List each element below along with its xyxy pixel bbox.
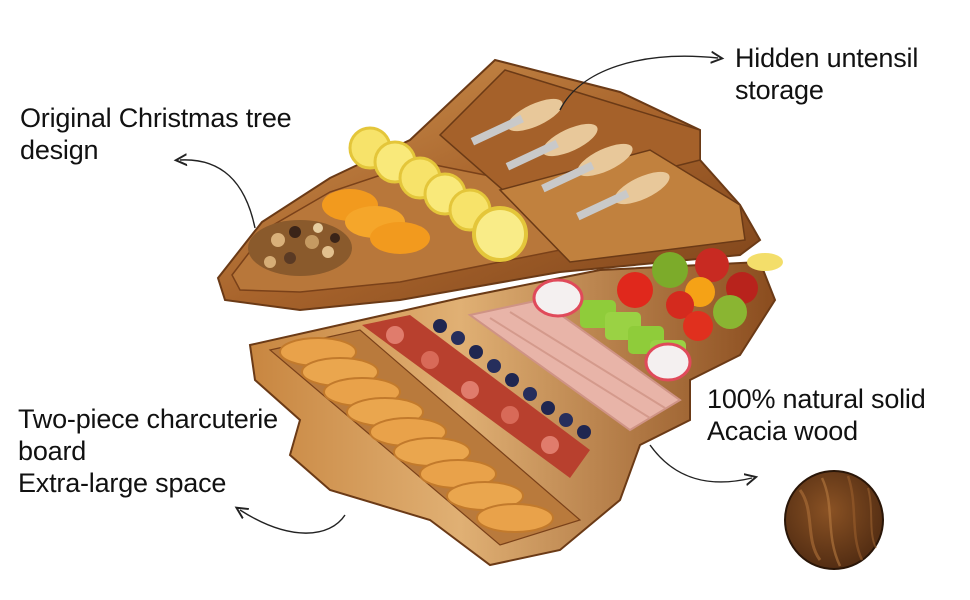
citrus-slices (322, 126, 528, 262)
charcuterie-board-label-line2: board (18, 436, 87, 466)
bottom-tree-board (248, 248, 783, 567)
charcuterie-board-label: Two-piece charcuterie board Extra-large … (18, 403, 278, 499)
wood-grain-swatch-icon (784, 470, 884, 570)
tree-design-label-line1: Original Christmas tree (20, 103, 292, 133)
radish (644, 342, 692, 382)
cherry-tomatoes (617, 248, 783, 341)
curved-arrow-icon (180, 160, 256, 229)
curved-arrow-icon (559, 56, 718, 111)
top-tree-board (216, 58, 762, 312)
cheese-knives (470, 98, 670, 221)
curved-arrow-icon (649, 444, 752, 482)
utensil-storage-label: Hidden untensil storage (735, 42, 918, 106)
mixed-nuts (248, 220, 352, 276)
tree-design-label: Original Christmas tree design (20, 102, 292, 166)
natural-wood-label-line2: Acacia wood (707, 416, 858, 446)
charcuterie-board-label-line1: Two-piece charcuterie (18, 404, 278, 434)
utensil-storage-label-line2: storage (735, 75, 824, 105)
crackers (279, 337, 554, 533)
salami (362, 315, 590, 478)
natural-wood-label: 100% natural solid Acacia wood (707, 383, 926, 447)
radish (532, 278, 584, 318)
tree-design-label-line2: design (20, 135, 99, 165)
charcuterie-board-label-line3: Extra-large space (18, 468, 227, 498)
curved-arrow-icon (240, 510, 346, 534)
natural-wood-label-line1: 100% natural solid (707, 384, 926, 414)
utensil-storage-label-line1: Hidden untensil (735, 43, 919, 73)
blueberries (433, 319, 591, 439)
ham-slices (467, 298, 682, 432)
